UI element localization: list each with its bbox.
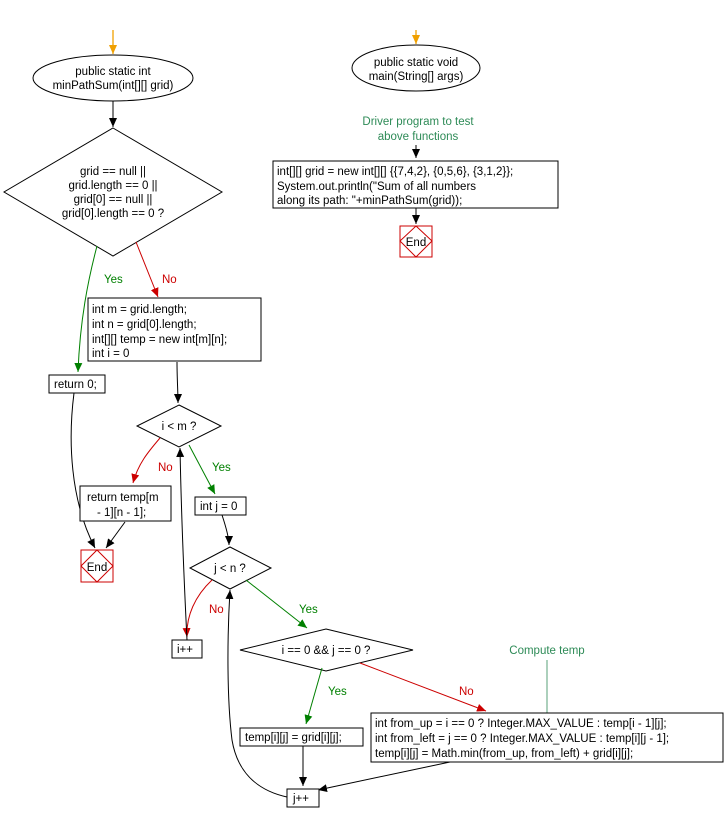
j-inc-node: j++ <box>286 788 320 808</box>
init-line-2: int n = grid[0].length; <box>92 319 197 331</box>
return-temp-node: return temp[m - 1][n - 1]; <box>79 485 172 522</box>
cond-ij-text: i == 0 && j == 0 ? <box>282 645 371 657</box>
cond-j-text: j < n ? <box>213 563 246 575</box>
int-j-node: int j = 0 <box>194 496 247 516</box>
right-end-text: End <box>406 237 426 249</box>
assign-text: temp[i][j] = grid[i][j]; <box>245 732 342 744</box>
int-j-text: int j = 0 <box>200 501 237 513</box>
edge-i-inc-to-cond-i <box>176 447 188 641</box>
i-inc-node: i++ <box>171 639 203 659</box>
j-less-n-decision: j < n ? <box>188 546 273 590</box>
edge-compute-to-j-inc <box>317 761 451 793</box>
cond1-line-3: grid[0] == null || <box>74 194 153 206</box>
main-body-line-1: int[][] grid = new int[][] {{7,4,2}, {0,… <box>277 166 513 178</box>
return-temp-line-2: - 1][n - 1]; <box>97 507 146 519</box>
edge-cond-j-yes <box>245 579 308 629</box>
first-cell-decision: i == 0 && j == 0 ? <box>239 628 414 672</box>
cond-i-text: i < m ? <box>162 421 197 433</box>
compute-line-1: int from_up = i == 0 ? Integer.MAX_VALUE… <box>375 718 667 730</box>
cond-ij-yes-label: Yes <box>328 686 347 698</box>
main-start-node: public static void main(String[] args) <box>351 44 481 92</box>
edge-cond-ij-yes <box>304 667 323 725</box>
null-check-decision: grid == null || grid.length == 0 || grid… <box>3 127 223 257</box>
return-zero-node: return 0; <box>48 374 106 394</box>
init-vars-node: int m = grid.length; int n = grid[0].len… <box>87 297 262 362</box>
cond1-no-label: No <box>162 274 177 286</box>
edge-cond1-yes <box>74 245 98 373</box>
main-start-line-1: public static void <box>374 57 458 69</box>
init-line-1: int m = grid.length; <box>92 304 187 316</box>
edge-init-to-cond-i <box>173 361 182 404</box>
return-temp-line-1: return temp[m <box>87 492 159 504</box>
i-inc-text: i++ <box>177 644 193 656</box>
main-body-node: int[][] grid = new int[][] {{7,4,2}, {0,… <box>272 160 559 209</box>
cond1-line-2: grid.length == 0 || <box>68 180 157 192</box>
main-body-line-3: along its path: "+minPathSum(grid)); <box>277 195 462 207</box>
edge-cond-i-no <box>131 437 161 484</box>
cond-j-yes-label: Yes <box>299 604 318 616</box>
compute-line-3: temp[i][j] = Math.min(from_up, from_left… <box>375 748 633 760</box>
j-inc-text: j++ <box>292 793 309 805</box>
main-body-line-2: System.out.println("Sum of all numbers <box>277 181 476 193</box>
cond-j-no-label: No <box>209 604 224 616</box>
minpathsum-start-node: public static int minPathSum(int[][] gri… <box>32 54 194 102</box>
edge-return0-to-end <box>70 392 96 549</box>
i-less-m-decision: i < m ? <box>135 404 223 448</box>
edge-j-inc-to-cond-j <box>225 589 288 798</box>
edge-cond1-no <box>135 241 159 298</box>
cond1-line-4: grid[0].length == 0 ? <box>62 208 164 220</box>
compute-line-2: int from_left = j == 0 ? Integer.MAX_VAL… <box>375 733 669 745</box>
compute-node: int from_up = i == 0 ? Integer.MAX_VALUE… <box>370 712 724 763</box>
return-zero-text: return 0; <box>54 379 97 391</box>
init-line-3: int[][] temp = new int[m][n]; <box>92 334 227 346</box>
left-end-text: End <box>87 562 107 574</box>
main-start-line-2: main(String[] args) <box>369 71 464 83</box>
init-line-4: int i = 0 <box>92 348 129 360</box>
edge-cond-ij-no <box>359 662 487 712</box>
start-line-2: minPathSum(int[][] grid) <box>53 80 174 92</box>
left-end-node: End <box>80 549 114 583</box>
edge-int-j-to-cond-j <box>221 514 233 546</box>
cond1-line-1: grid == null || <box>80 166 146 178</box>
edge-cond-i-yes <box>188 444 216 495</box>
driver-comment-line-1: Driver program to test <box>362 116 474 128</box>
cond-i-yes-label: Yes <box>212 462 231 474</box>
cond-i-no-label: No <box>158 462 173 474</box>
cond1-yes-label: Yes <box>104 274 123 286</box>
assign-node: temp[i][j] = grid[i][j]; <box>239 727 364 747</box>
start-line-1: public static int <box>75 66 151 78</box>
compute-comment: Compute temp <box>509 645 584 657</box>
driver-comment-line-2: above functions <box>378 131 459 143</box>
right-end-node: End <box>399 225 433 258</box>
edge-return-temp-to-end <box>105 521 126 549</box>
cond-ij-no-label: No <box>459 686 474 698</box>
